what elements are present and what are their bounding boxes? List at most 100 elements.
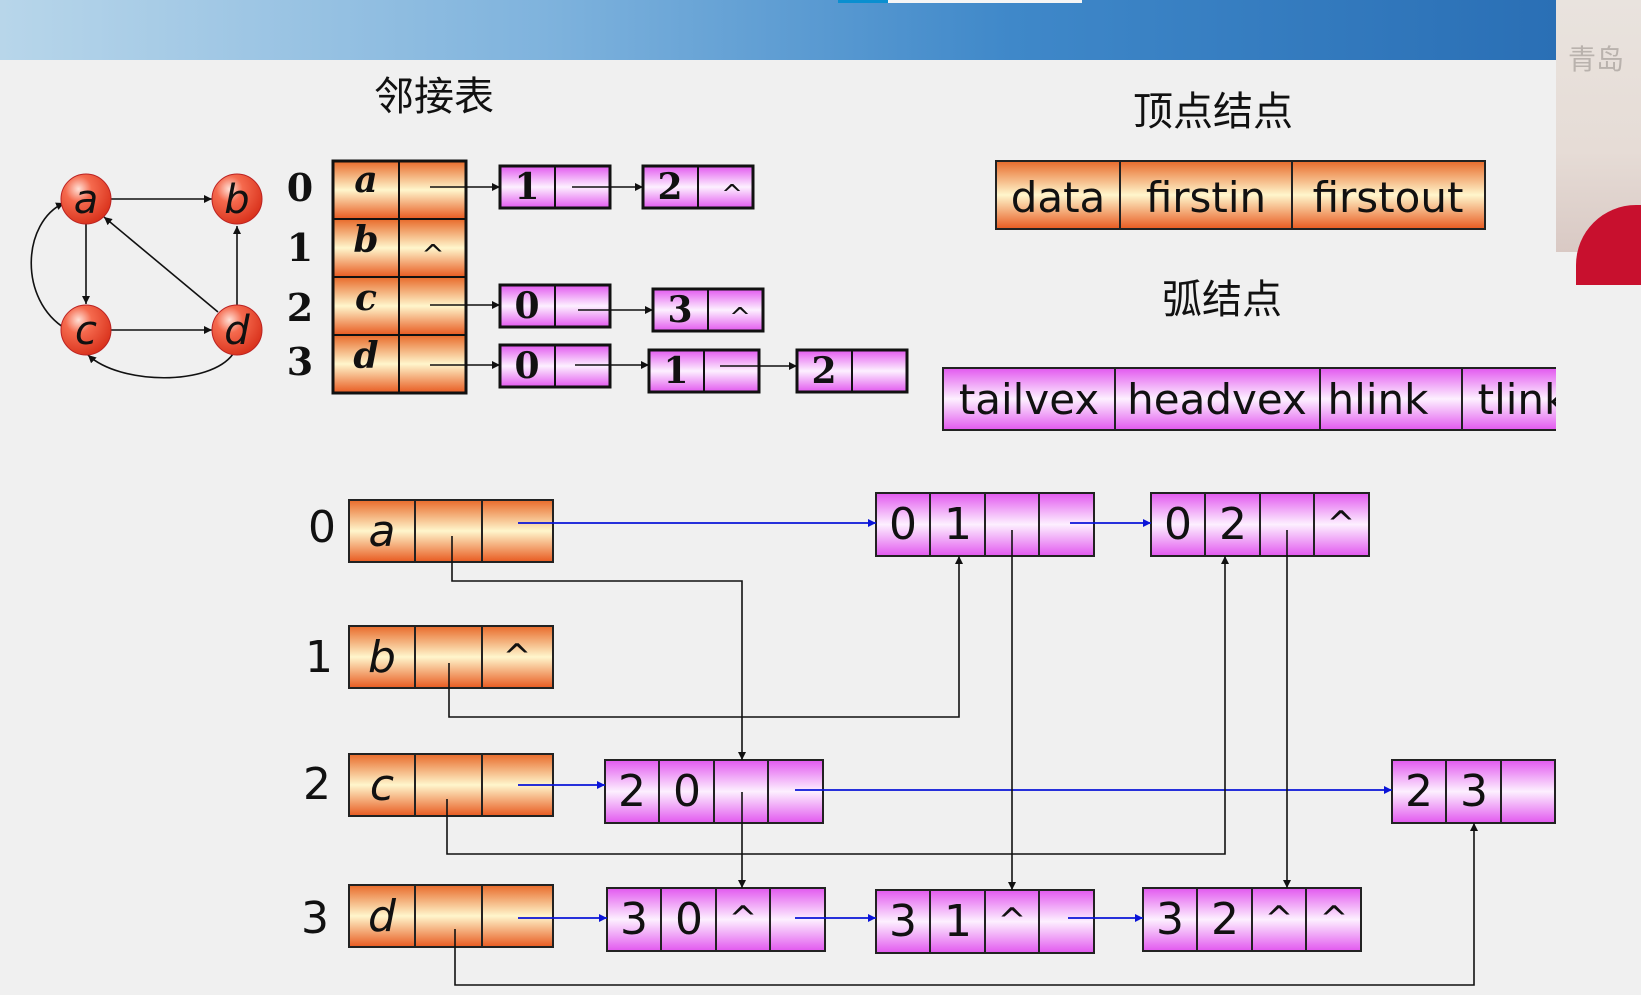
ortho-vertex-a: a <box>348 499 554 563</box>
arc-3-2-headvex: 2 <box>1211 894 1239 945</box>
vertex-node-legend: data firstin firstout <box>995 160 1486 230</box>
adj-node-2-3: 3 ^ <box>651 287 765 333</box>
arc-node-3-0: 3 0 ^ <box>606 887 826 952</box>
arc-node-2-3: 2 3 ^ <box>1391 759 1556 824</box>
arc-2-3-tailvex: 2 <box>1405 766 1433 817</box>
ortho-index-3: 3 <box>301 893 329 944</box>
banner-tab-light <box>888 0 1082 3</box>
vertex-a-label: a <box>74 177 99 223</box>
arc-node-2-0: 2 0 <box>604 759 824 824</box>
adj-node-0-1-value: 1 <box>514 166 539 208</box>
arc-node-title: 弧结点 <box>1162 277 1282 323</box>
field-firstin: firstin <box>1146 173 1266 222</box>
arc-3-0-headvex: 0 <box>675 894 703 945</box>
arc-node-0-1: 0 1 <box>875 492 1095 557</box>
link-d-firstin <box>454 823 1478 986</box>
link-c-firstin <box>446 556 1229 855</box>
ortho-vertex-d: d <box>348 884 554 948</box>
adj-node-2-3-value: 3 <box>667 289 692 331</box>
adjacency-list: 0 1 2 3 a b c d ^ 1 <box>287 159 909 395</box>
adj-node-3-1-value: 1 <box>663 350 688 392</box>
adj-node-3-1: 1 <box>647 348 761 394</box>
arc-3-2-tlink: ^ <box>1320 899 1349 939</box>
edge-c-a <box>30 202 67 330</box>
arc-3-2-tailvex: 3 <box>1156 894 1184 945</box>
arc-3-0-hlink: ^ <box>729 899 758 939</box>
adj-node-0-2-null: ^ <box>721 180 743 210</box>
ortho-vertex-b-firstout: ^ <box>503 637 532 677</box>
adj-index-2: 2 <box>287 285 313 330</box>
directed-graph: a b c d <box>30 173 263 379</box>
vertex-d: d <box>211 304 263 356</box>
adj-vertex-a: a <box>354 159 377 201</box>
presenter-video-thumbnail: 青岛 <box>1556 0 1641 285</box>
field-hlink: hlink <box>1328 375 1430 424</box>
link-a-firstin <box>451 536 746 760</box>
top-banner <box>0 0 1556 60</box>
ortho-index-1: 1 <box>305 632 333 683</box>
adjacency-list-title: 邻接表 <box>374 74 494 120</box>
arc-2-3-headvex: 3 <box>1460 766 1488 817</box>
arc-node-3-1: 3 1 ^ <box>875 889 1095 954</box>
arc-0-2-tailvex: 0 <box>1164 499 1192 550</box>
arc-node-3-2: 3 2 ^ ^ <box>1142 887 1362 952</box>
vertex-b: b <box>211 173 263 225</box>
watermark: 青岛 <box>1568 43 1625 76</box>
adj-vertex-d: d <box>353 335 378 377</box>
arc-3-1-headvex: 1 <box>944 896 972 947</box>
field-headvex: headvex <box>1127 375 1307 424</box>
orthogonal-list: 0 1 2 3 a b ^ c d <box>301 492 1556 986</box>
arc-0-2-headvex: 2 <box>1219 499 1247 550</box>
adj-node-0-2-value: 2 <box>657 166 682 208</box>
arc-3-1-tailvex: 3 <box>889 896 917 947</box>
arc-2-0-tailvex: 2 <box>618 766 646 817</box>
ortho-vertex-a-data: a <box>369 506 396 557</box>
field-tailvex: tailvex <box>959 375 1099 424</box>
adj-index-0: 0 <box>287 165 313 210</box>
ortho-vertex-b-data: b <box>368 632 396 683</box>
adj-node-2-0-value: 0 <box>514 285 539 327</box>
arc-3-1-hlink: ^ <box>998 901 1027 941</box>
ortho-vertex-d-data: d <box>368 891 397 942</box>
adj-vertex-c: c <box>355 277 377 319</box>
vertex-node-title: 顶点结点 <box>1133 89 1293 135</box>
vertex-d-label: d <box>224 308 250 354</box>
arc-0-2-tlink: ^ <box>1327 504 1356 544</box>
arc-3-0-tailvex: 3 <box>620 894 648 945</box>
adj-node-2-0: 0 <box>498 283 612 329</box>
vertex-a: a <box>60 173 112 225</box>
arc-0-1-headvex: 1 <box>944 499 972 550</box>
field-data: data <box>1011 173 1106 222</box>
adj-node-3-2: 2 <box>795 348 909 394</box>
vertex-c: c <box>60 304 112 356</box>
arc-0-1-tailvex: 0 <box>889 499 917 550</box>
adj-node-3-0-value: 0 <box>514 345 539 387</box>
adj-index-3: 3 <box>287 339 313 384</box>
banner-tab-accent <box>838 0 888 3</box>
adj-node-0-2: 2 ^ <box>641 164 755 210</box>
arc-node-0-2: 0 2 ^ <box>1150 492 1370 557</box>
field-tlink: tlink <box>1478 375 1556 424</box>
field-firstout: firstout <box>1313 173 1464 222</box>
edge-d-c <box>87 353 234 379</box>
vertex-b-label: b <box>224 177 249 223</box>
adj-head-table: a b c d ^ <box>331 159 468 395</box>
adj-node-3-2-value: 2 <box>811 350 836 392</box>
adj-null-b: ^ <box>421 238 444 271</box>
vertex-c-label: c <box>75 308 97 354</box>
arc-2-0-headvex: 0 <box>673 766 701 817</box>
ortho-vertex-b: b ^ <box>348 625 554 689</box>
link-b-firstin <box>448 556 963 718</box>
adj-node-2-3-null: ^ <box>729 303 751 333</box>
orthogonal-list-diagram: 邻接表 顶点结点 弧结点 data firstin firstout tailv… <box>30 74 1556 986</box>
presenter-figure <box>1576 205 1641 285</box>
edge-d-a <box>103 216 219 313</box>
ortho-index-0: 0 <box>308 502 336 553</box>
ortho-vertex-c-data: c <box>370 760 394 811</box>
adj-node-3-0: 0 <box>498 343 612 389</box>
arc-3-2-hlink: ^ <box>1265 899 1294 939</box>
adj-index-1: 1 <box>287 225 313 270</box>
adj-vertex-b: b <box>353 219 378 261</box>
ortho-index-2: 2 <box>303 759 331 810</box>
arc-node-legend: tailvex headvex hlink tlink <box>942 367 1556 431</box>
